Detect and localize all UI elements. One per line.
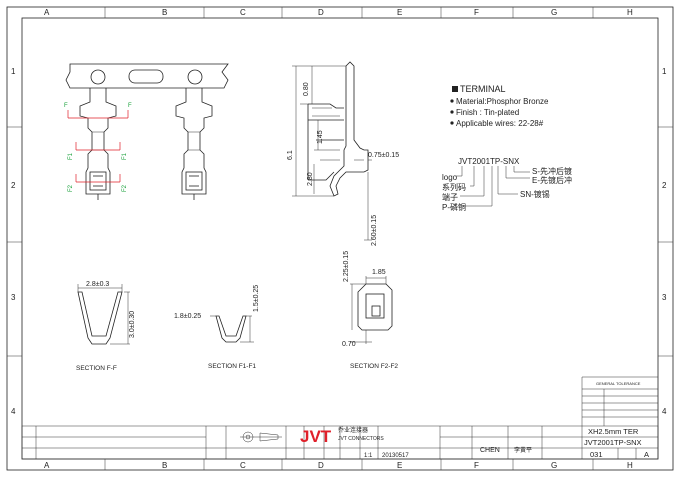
dim-2-60: 2.60±0.15 [371,215,378,246]
bullet-icon [450,99,454,103]
spec-material: Material:Phosphor Bronze [456,97,549,106]
dim-0-70: 0.70 [342,341,356,348]
row-label-2-right: 2 [662,181,667,190]
col-label-c-top: C [240,8,246,17]
col-label-h-bottom: H [627,461,633,470]
col-label-e-top: E [397,8,402,17]
bullet-icon [450,110,454,114]
part-code-leaders [456,166,530,207]
code-e: E-先镀后冲 [532,175,572,185]
section-mark-f-left: F [64,103,68,109]
row-label-3-right: 3 [662,293,667,302]
section-mark-f1-left: F1 [68,152,74,160]
top-view-terminals [65,63,229,200]
dim-6-1: 6.1 [287,150,294,160]
section-f1-f1-label: SECTION F1-F1 [208,363,256,370]
section-mark-f2-right: F2 [122,184,128,192]
side-view-terminal [292,61,372,241]
dim-0-75: 0.75±0.15 [368,152,399,159]
row-label-3-left: 3 [11,293,16,302]
drawing-name: XH2.5mm TER [588,427,639,436]
code-terminal: 端子 [442,192,458,202]
col-label-g-top: G [551,8,557,17]
code-sn: SN-镀锡 [520,189,550,199]
col-label-a-top: A [44,8,50,17]
dim-3-0: 3.0±0.30 [129,311,136,338]
col-label-c-bottom: C [240,461,246,470]
drawing-part-no: JVT2001TP-SNX [584,438,642,447]
dim-2-8: 2.8±0.3 [86,281,109,288]
bullet-icon [450,121,454,125]
col-label-e-bottom: E [397,461,402,470]
dim-2-80: 2.80 [307,172,314,186]
border-column-ticks [7,7,673,470]
dim-0-80: 0.80 [303,82,310,96]
code-series: 系列码 [442,182,466,192]
row-label-2-left: 2 [11,181,16,190]
section-f-f-label: SECTION F-F [76,365,117,372]
col-label-d-top: D [318,8,324,17]
outer-frame [6,6,674,471]
spec-wires: Applicable wires: 22-28# [456,119,544,128]
dim-1-85: 1.85 [372,269,386,276]
dim-2-25: 2.25±0.15 [343,251,350,282]
sheet-number: 031 [590,450,603,459]
part-code: JVT2001TP-SNX [458,157,520,166]
title-block-grid [21,376,659,460]
terminal-square-icon [452,86,458,92]
row-label-1-right: 1 [662,67,667,76]
row-label-1-left: 1 [11,67,16,76]
code-s: S-先冲后镀 [532,166,572,176]
section-mark-f1-right: F1 [122,152,128,160]
tolerance-title: GENERAL TOLERANCE [596,381,641,386]
section-f-f-shape [77,284,130,345]
row-label-4-right: 4 [662,407,667,416]
row-label-4-left: 4 [11,407,16,416]
section-f2-f2-shape [350,276,393,344]
checked-by: 李黄平 [514,446,532,454]
dim-1-5: 1.5±0.25 [253,285,260,312]
section-f1-f1-shape [210,315,254,343]
dim-1-45: 1.45 [317,130,324,144]
date-value: 20130517 [382,453,409,459]
scale-value: 1:1 [364,453,373,459]
col-label-f-bottom: F [474,461,479,470]
projection-symbol-icon [240,431,282,443]
terminal-title: TERMINAL [460,84,506,94]
code-phosphor: P-磷铜 [442,202,466,212]
dim-1-8: 1.8±0.25 [174,313,201,320]
col-label-b-bottom: B [162,461,167,470]
section-mark-f2-left: F2 [68,184,74,192]
col-label-d-bottom: D [318,461,324,470]
company-name-en: JVT CONNECTORS [338,436,384,442]
company-logo: JVT [300,427,332,446]
col-label-f-top: F [474,8,479,17]
col-label-h-top: H [627,8,633,17]
spec-finish: Finish : Tin-plated [456,108,519,117]
col-label-b-top: B [162,8,167,17]
section-f2-f2-label: SECTION F2-F2 [350,363,398,370]
section-mark-f-right: F [128,103,132,109]
revision: A [644,450,649,459]
col-label-g-bottom: G [551,461,557,470]
code-logo: logo [442,173,458,182]
inner-frame [21,17,659,460]
col-label-a-bottom: A [44,461,50,470]
drawn-by: CHEN [480,447,500,454]
company-name-cn: 乔业连接器 [338,426,368,434]
